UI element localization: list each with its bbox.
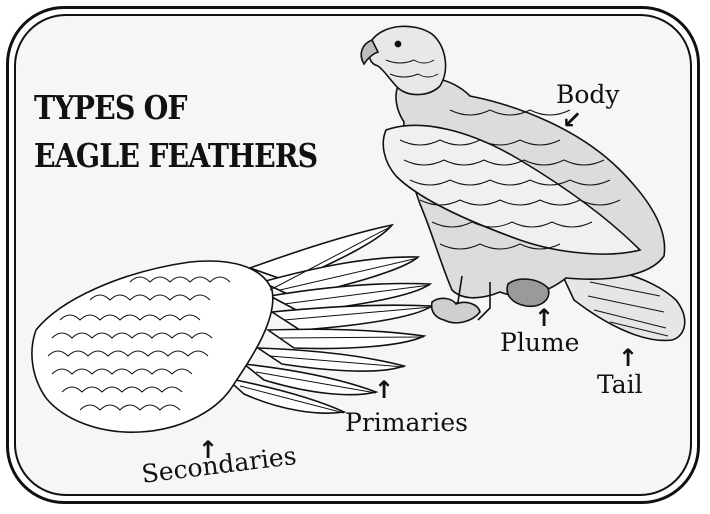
title-line-2: EAGLE FEATHERS	[34, 136, 317, 175]
title-line-1: TYPES OF	[34, 88, 187, 127]
label-body: Body	[556, 80, 620, 109]
arrow-diag-icon: ↙	[562, 108, 582, 132]
arrow-up-icon: ↑	[534, 306, 554, 330]
label-tail: Tail	[597, 370, 643, 399]
label-plume: Plume	[500, 328, 579, 357]
label-primaries: Primaries	[345, 408, 468, 437]
diagram-title: TYPES OF EAGLE FEATHERS	[34, 84, 326, 180]
wing-drawing	[32, 225, 432, 432]
arrow-up-icon: ↑	[618, 346, 638, 370]
arrow-up-icon: ↑	[374, 378, 394, 402]
